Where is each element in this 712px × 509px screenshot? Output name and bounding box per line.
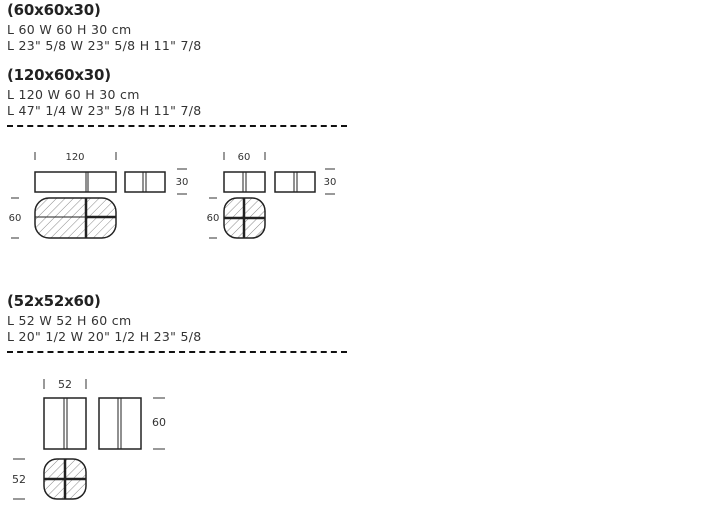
side-elevation [98, 397, 142, 450]
spec-metric-52x52x60: L 52 W 52 H 60 cm [7, 313, 132, 328]
dim-length-label: 60 [238, 152, 251, 163]
spec-imperial-120x60x30: L 47" 1/4 W 23" 5/8 H 11" 7/8 [7, 103, 202, 118]
front-elevation [223, 171, 266, 193]
spec-imperial-60x60x30: L 23" 5/8 W 23" 5/8 H 11" 7/8 [7, 38, 202, 53]
spec-title-60x60x30: (60x60x30) [7, 1, 101, 19]
dim-width-label: 60 [207, 213, 220, 224]
spec-metric-120x60x30: L 120 W 60 H 30 cm [7, 87, 140, 102]
dim-length-label: 120 [65, 152, 84, 163]
spec-metric-60x60x30: L 60 W 60 H 30 cm [7, 22, 132, 37]
section-divider [7, 351, 347, 353]
section-divider [7, 125, 347, 127]
dim-width-label: 52 [12, 473, 26, 486]
dim-length-label: 52 [58, 378, 72, 391]
side-elevation [124, 171, 166, 193]
front-elevation [43, 397, 87, 450]
spec-imperial-52x52x60: L 20" 1/2 W 20" 1/2 H 23" 5/8 [7, 329, 202, 344]
spec-title-52x52x60: (52x52x60) [7, 292, 101, 310]
dim-height-label: 30 [176, 177, 189, 188]
drawing-52x52x60: 52 60 52 [12, 378, 166, 500]
spec-title-120x60x30: (120x60x30) [7, 66, 111, 84]
side-elevation [274, 171, 316, 193]
dim-height-label: 30 [324, 177, 337, 188]
drawing-120x60x30: 120 30 60 [9, 152, 189, 239]
dim-height-label: 60 [152, 416, 166, 429]
front-elevation [34, 171, 117, 193]
dim-width-label: 60 [9, 213, 22, 224]
drawing-60x60x30: 60 30 60 [207, 152, 337, 239]
